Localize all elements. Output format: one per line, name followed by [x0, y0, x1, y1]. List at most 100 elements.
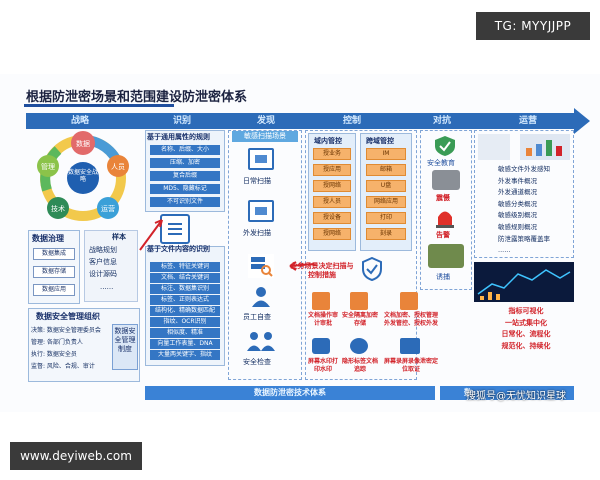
- shield-check-icon: [360, 256, 384, 282]
- discover-item: 安全检查: [243, 358, 271, 366]
- operate-item: 外发事件概况: [498, 176, 537, 185]
- feature-label: 文档操作审计审批: [307, 312, 338, 327]
- operate-bottom-bar: 数: [440, 386, 574, 400]
- wheel-label-manage: 管理: [41, 163, 55, 171]
- org-line: 管理: 各部门负责人: [31, 339, 83, 346]
- org-line: 决策: 数据安全管理委员会: [31, 327, 101, 334]
- phase-bar: [26, 113, 574, 129]
- outbound-scan-icon: [248, 200, 274, 222]
- sample-label: 样本: [112, 233, 126, 241]
- phase-operate: 运营: [518, 116, 537, 126]
- education-shield-icon: [432, 135, 458, 157]
- org-system: 数据安全管理制度: [112, 324, 138, 370]
- hidden-tag-icon: [350, 338, 368, 354]
- cross-item: 刻录: [366, 228, 406, 240]
- discover-panel: [228, 130, 302, 380]
- cross-item: 网络应用: [366, 196, 406, 208]
- domain-item: 授人员: [313, 196, 351, 208]
- oppose-item: 诱捕: [436, 273, 450, 281]
- server-search-icon: [248, 254, 274, 278]
- content-item: 向量工作表量、DNA: [150, 339, 220, 349]
- phase-arrow-head: [574, 108, 590, 134]
- dashboard-preview: [474, 262, 574, 302]
- discover-item: 员工自查: [243, 313, 271, 321]
- phase-oppose: 对抗: [432, 116, 451, 126]
- feature-label: 屏幕录屏录像泄密定位取证: [384, 358, 439, 373]
- content-item: 指纹、OCR识别: [150, 317, 220, 327]
- cross-title: 跨域管控: [366, 137, 394, 145]
- domain-item: 授网络: [313, 180, 351, 192]
- diagram-title: 根据防泄密场景和范围建设防泄密体系: [26, 90, 248, 105]
- feature-label: 隐形标签文档追踪: [342, 358, 379, 373]
- org-line: 监督: 风险、合规、审计: [31, 363, 95, 370]
- control-panel: [305, 130, 417, 380]
- rule-item: 不可识别文件: [150, 197, 220, 207]
- domain-item: 授业务: [313, 148, 351, 160]
- governance-item: 数据存储: [33, 266, 75, 278]
- phase-discover: 发现: [256, 116, 275, 126]
- scene-text: 业务场景决定扫描与控制措施: [290, 262, 354, 279]
- rule-item: 复合后缀: [150, 171, 220, 181]
- wheel-node-tech: [47, 197, 69, 219]
- operate-item: 敏感分类概况: [498, 199, 537, 208]
- summary-item: 指标可视化: [508, 307, 544, 315]
- phase-control: 控制: [342, 116, 361, 126]
- tg-watermark: TG: MYYJJPP: [476, 12, 590, 40]
- domain-item: 授应用: [313, 164, 351, 176]
- wheel-node-operate: [97, 197, 119, 219]
- operate-panel: [474, 130, 574, 258]
- feature-label: 文档加密、授权管理外发管控、授权外发: [384, 312, 439, 327]
- employee-icon: [248, 286, 274, 308]
- phase-strategy: 战略: [70, 116, 89, 126]
- wheel-label-data: 数据: [76, 140, 90, 148]
- operate-item: 敏感文件外发感知: [498, 165, 550, 173]
- org-lines: 决策: 数据安全管理委员会 管理: 各部门负责人 执行: 数据安全员 监督: 风…: [31, 325, 101, 373]
- content-item: 标签、特征关键词: [150, 262, 220, 272]
- cross-item: IM: [366, 148, 406, 160]
- wheel-node-people: [107, 155, 129, 177]
- rule-item: 名称、后缀、大小: [150, 145, 220, 155]
- strategy-wheel: [37, 131, 129, 221]
- sample-item: 战略规划: [89, 246, 117, 254]
- wheel-label-people: 人员: [111, 163, 125, 171]
- operate-item: ......: [498, 246, 511, 255]
- rule-item: 压缩、加密: [150, 158, 220, 168]
- sample-item: 客户信息: [89, 258, 117, 266]
- chart-icon: [520, 134, 570, 160]
- hand-document-icon: [478, 134, 510, 160]
- summary-item: 一站式集中化: [505, 318, 547, 327]
- operate-item: 防泄露策略覆盖率: [498, 234, 550, 243]
- content-item: 文档、结合关键词: [150, 273, 220, 283]
- document-list-icon: [160, 214, 190, 244]
- operate-list: 敏感文件外发感知 外发事件概况 外发通道概况 敏感分类概况 敏感级别概况 敏感规…: [498, 164, 572, 257]
- red-arrow-icon: [139, 219, 163, 251]
- document-lock-icon: [312, 292, 330, 310]
- governance-title: 数据治理: [32, 234, 64, 243]
- inspection-team-icon: [246, 330, 276, 352]
- content-item: 结构化、精确数据匹配: [150, 306, 220, 316]
- camera-icon: [312, 338, 330, 354]
- wheel-center-circle: [67, 162, 99, 194]
- wheel-label-operate: 运营: [101, 205, 115, 213]
- governance-item: 数据应用: [33, 284, 75, 296]
- deterrence-icon: [432, 170, 460, 190]
- cross-item: U盘: [366, 180, 406, 192]
- org-line: 执行: 数据安全员: [31, 351, 77, 358]
- feature-label: 屏幕水印打印水印: [307, 358, 338, 373]
- screen-record-icon: [400, 338, 420, 354]
- wheel-label-tech: 技术: [51, 205, 65, 213]
- wheel-node-data: [71, 131, 95, 155]
- sample-item: 设计源码: [89, 270, 117, 278]
- cross-item: 打印: [366, 212, 406, 224]
- oppose-item: 安全教育: [427, 159, 455, 167]
- domain-title: 域内管控: [314, 137, 342, 145]
- scan-monitor-icon: [248, 148, 274, 170]
- rule-title: 基于通用属性的规则: [147, 133, 210, 141]
- discover-item: 日常扫描: [243, 177, 271, 185]
- content-item: 相似度、精准: [150, 328, 220, 338]
- sample-panel: [84, 230, 138, 302]
- org-title: 数据安全管理组织: [36, 312, 100, 321]
- discover-item: 外发扫描: [243, 229, 271, 237]
- wheel-center-label: 数据安全战略: [68, 169, 99, 183]
- tech-system-bar: 数据防泄密技术体系: [145, 386, 435, 400]
